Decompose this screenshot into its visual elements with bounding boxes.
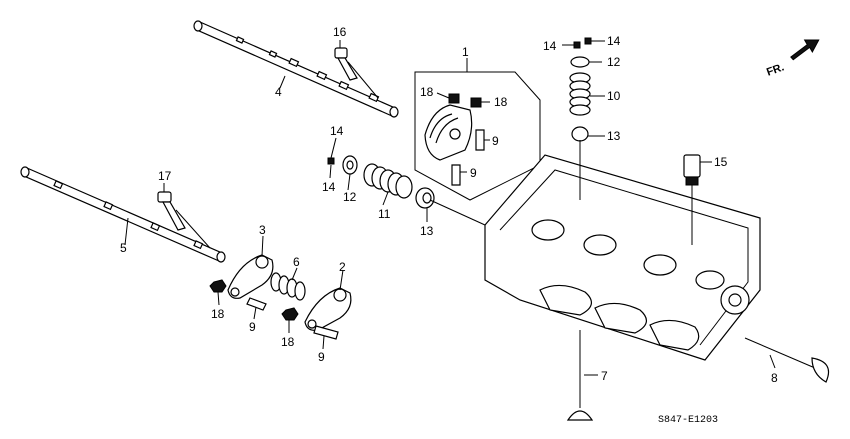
intake-valve-7 bbox=[566, 330, 594, 421]
callout-10: 10 bbox=[607, 89, 621, 103]
callout-11: 11 bbox=[378, 207, 391, 221]
valve-keeper-14-left bbox=[327, 157, 335, 165]
callout-4: 4 bbox=[275, 85, 282, 99]
front-direction-indicator: FR. bbox=[765, 39, 820, 79]
stem-seal-13-left bbox=[415, 187, 435, 209]
callout-9-box-lower: 9 bbox=[470, 166, 477, 180]
rocker-arm-assembly-1 bbox=[414, 71, 541, 201]
shaft-bolt-16 bbox=[334, 47, 379, 99]
callout-18-left: 18 bbox=[211, 307, 225, 321]
cylinder-head bbox=[484, 154, 761, 361]
callout-16: 16 bbox=[333, 25, 347, 39]
callout-9-mid: 9 bbox=[318, 350, 325, 364]
leader-lines bbox=[124, 40, 776, 376]
lost-motion-spring-6 bbox=[270, 272, 306, 301]
rocker-arm-2 bbox=[304, 287, 352, 331]
callout-15: 15 bbox=[714, 155, 728, 169]
callout-14-upper-left: 14 bbox=[330, 124, 344, 138]
callout-3: 3 bbox=[259, 223, 266, 237]
callout-18-mid: 18 bbox=[281, 335, 295, 349]
callout-18-box-right: 18 bbox=[494, 95, 508, 109]
hydraulic-lash-adjuster-15 bbox=[683, 154, 701, 186]
valve-seal-12-left bbox=[342, 155, 358, 175]
exhaust-valve-8 bbox=[744, 337, 830, 383]
drawing-code: S847-E1203 bbox=[658, 415, 718, 426]
callout-12-right: 12 bbox=[607, 55, 621, 69]
callout-labels: 1 2 3 4 5 6 7 8 9 9 9 9 10 11 12 12 13 1… bbox=[120, 25, 778, 385]
callout-6: 6 bbox=[293, 255, 300, 269]
callout-13-left: 13 bbox=[420, 224, 434, 238]
callout-14-right-a: 14 bbox=[543, 39, 557, 53]
callout-17: 17 bbox=[158, 169, 172, 183]
callout-9-left: 9 bbox=[249, 320, 256, 334]
callout-14-lower-left: 14 bbox=[322, 180, 336, 194]
callout-8: 8 bbox=[771, 371, 778, 385]
shaft-bolt-17 bbox=[157, 191, 211, 249]
callout-7: 7 bbox=[601, 369, 608, 383]
rocker-shaft-lower bbox=[20, 166, 226, 263]
callout-9-box-upper: 9 bbox=[492, 134, 499, 148]
valve-stack-right bbox=[569, 37, 592, 142]
front-direction-label: FR. bbox=[765, 61, 786, 78]
locknut-mid bbox=[281, 307, 299, 321]
callout-5: 5 bbox=[120, 241, 127, 255]
callout-13-right: 13 bbox=[607, 129, 621, 143]
adjusting-screw-mid bbox=[313, 325, 339, 340]
rocker-arm-3 bbox=[227, 254, 274, 299]
callout-1: 1 bbox=[462, 45, 469, 59]
callout-2: 2 bbox=[339, 260, 346, 274]
callout-12-left: 12 bbox=[343, 190, 357, 204]
callout-18-box-left: 18 bbox=[420, 85, 434, 99]
adjusting-screw-left bbox=[246, 297, 267, 311]
valve-spring-11 bbox=[363, 163, 413, 199]
rocker-shaft-upper bbox=[193, 20, 399, 118]
callout-14-right-b: 14 bbox=[607, 34, 621, 48]
locknut-left bbox=[209, 279, 227, 293]
